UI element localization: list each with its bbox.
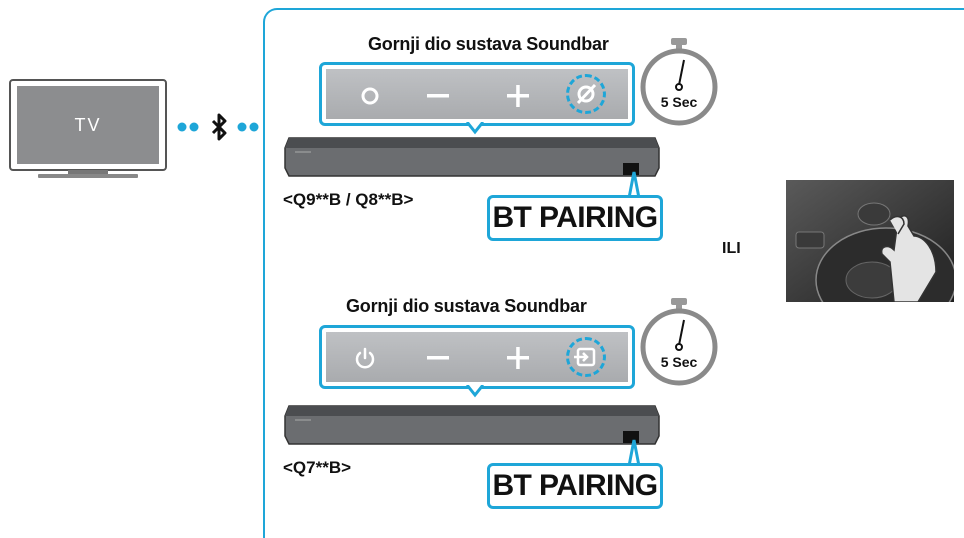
volume-down-icon <box>427 356 449 360</box>
stopwatch-icon <box>640 38 718 126</box>
section1-model: <Q9**B / Q8**B> <box>283 190 414 209</box>
connector-dot <box>189 122 199 132</box>
connector-dot <box>249 122 259 132</box>
section2-title: Gornji dio sustava Soundbar <box>346 296 587 316</box>
input-source-icon <box>574 347 596 367</box>
callout-pointer <box>465 384 485 399</box>
section2-soundbar <box>283 402 663 448</box>
remote-photo <box>786 180 954 302</box>
callout-pointer <box>627 438 641 468</box>
remote-control-image <box>786 180 954 302</box>
stopwatch-icon <box>640 298 718 386</box>
section1-bt-pairing-label: BT PAIRING <box>487 195 663 241</box>
section2-model: <Q7**B> <box>283 458 352 477</box>
power-icon <box>361 87 379 105</box>
section1-timer-text: 5 Sec <box>660 94 698 110</box>
callout-pointer <box>627 170 641 200</box>
section1-soundbar <box>283 134 663 180</box>
section1-timer: 5 Sec <box>640 36 720 128</box>
volume-up-icon <box>507 347 529 369</box>
soundbar-graphic <box>284 137 660 177</box>
section2-timer: 5 Sec <box>640 296 720 388</box>
bluetooth-connection <box>176 112 262 142</box>
section2-timer-text: 5 Sec <box>660 354 698 370</box>
input-source-button[interactable] <box>566 337 606 377</box>
or-label: ILI <box>722 240 741 257</box>
bluetooth-icon <box>576 83 597 105</box>
power-icon <box>355 347 375 369</box>
volume-down-icon <box>427 94 449 98</box>
tv-graphic <box>9 79 167 178</box>
tv-label: TV <box>74 115 102 135</box>
section2-bt-pairing-label: BT PAIRING <box>487 463 663 509</box>
soundbar-graphic <box>284 405 660 445</box>
volume-up-icon <box>507 85 529 107</box>
callout-pointer <box>465 121 485 136</box>
bluetooth-icon <box>211 113 227 141</box>
connector-dot <box>177 122 187 132</box>
section1-button-strip <box>319 62 635 126</box>
section1-title: Gornji dio sustava Soundbar <box>368 34 609 54</box>
section2-button-strip <box>319 325 635 389</box>
instructions-panel <box>263 8 964 538</box>
bluetooth-button[interactable] <box>566 74 606 114</box>
tv: TV <box>8 78 168 183</box>
connector-dot <box>237 122 247 132</box>
